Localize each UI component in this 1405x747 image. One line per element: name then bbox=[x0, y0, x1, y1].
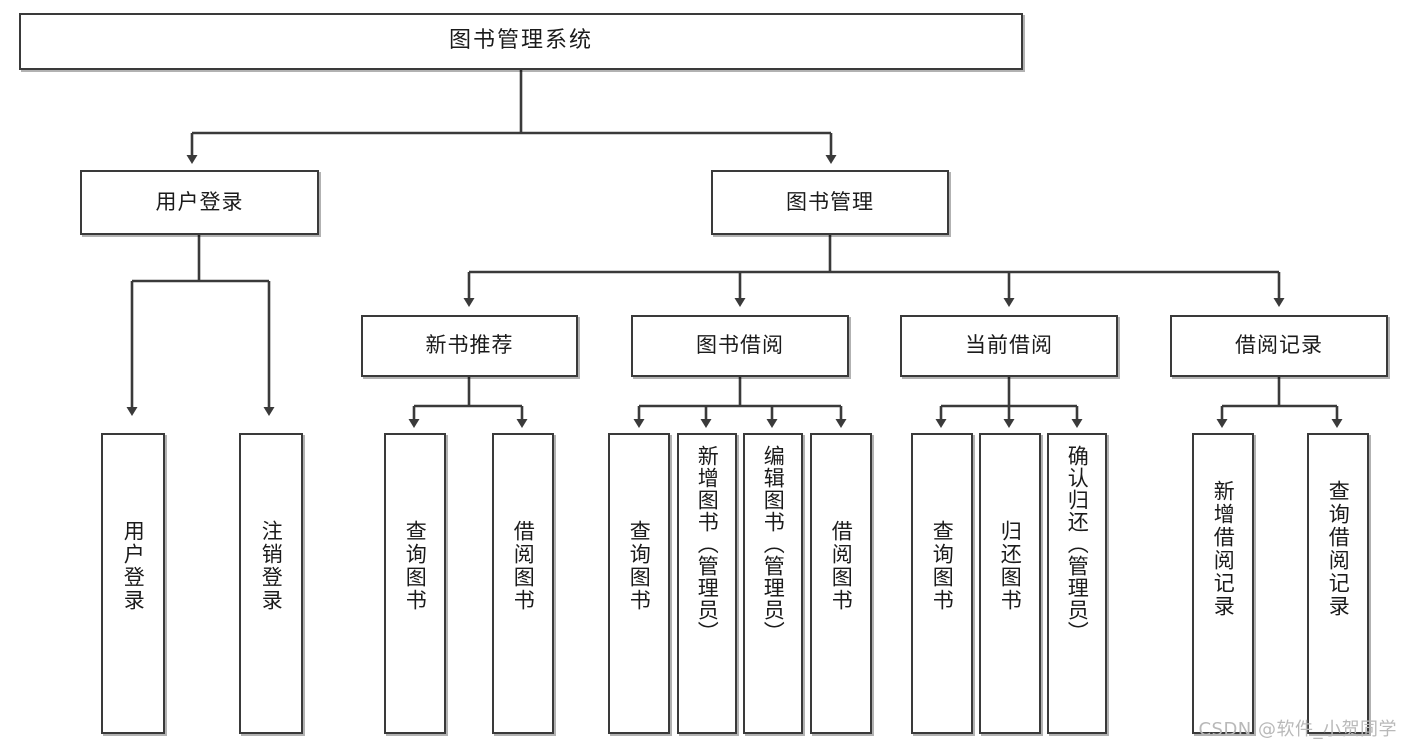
node-label: 编辑图书（管理员） bbox=[761, 445, 786, 643]
node-label: 归还图书 bbox=[998, 520, 1023, 612]
leaf-add-borrow-record[interactable]: 新增借阅记录 bbox=[1192, 433, 1254, 734]
node-label: 查询图书 bbox=[403, 520, 428, 612]
node-label: 新增图书（管理员） bbox=[695, 445, 720, 643]
node-label: 注销登录 bbox=[259, 520, 284, 612]
node-root-book-management-system[interactable]: 图书管理系统 bbox=[19, 13, 1023, 70]
node-label: 图书借阅 bbox=[696, 333, 784, 358]
node-label: 新增借阅记录 bbox=[1211, 480, 1236, 618]
leaf-borrow-book-borrow[interactable]: 借阅图书 bbox=[810, 433, 872, 734]
node-label: 当前借阅 bbox=[965, 333, 1053, 358]
node-user-login[interactable]: 用户登录 bbox=[80, 170, 319, 235]
node-label: 确认归还（管理员） bbox=[1065, 445, 1090, 643]
leaf-query-book-newbook[interactable]: 查询图书 bbox=[384, 433, 446, 734]
node-label: 用户登录 bbox=[155, 189, 244, 214]
node-label: 图书管理系统 bbox=[448, 28, 593, 54]
leaf-logout[interactable]: 注销登录 bbox=[239, 433, 303, 734]
node-label: 用户登录 bbox=[121, 520, 146, 612]
leaf-edit-book-admin[interactable]: 编辑图书（管理员） bbox=[743, 433, 803, 734]
leaf-query-borrow-record[interactable]: 查询借阅记录 bbox=[1307, 433, 1369, 734]
node-label: 借阅记录 bbox=[1235, 333, 1323, 358]
node-label: 图书管理 bbox=[786, 189, 874, 214]
leaf-return-book[interactable]: 归还图书 bbox=[979, 433, 1041, 734]
node-borrowing-record[interactable]: 借阅记录 bbox=[1170, 315, 1388, 377]
node-new-book-recommendation[interactable]: 新书推荐 bbox=[361, 315, 578, 377]
leaf-borrow-book-newbook[interactable]: 借阅图书 bbox=[492, 433, 554, 734]
leaf-query-book-borrow[interactable]: 查询图书 bbox=[608, 433, 670, 734]
leaf-add-book-admin[interactable]: 新增图书（管理员） bbox=[677, 433, 737, 734]
node-label: 新书推荐 bbox=[425, 333, 514, 358]
node-label: 查询借阅记录 bbox=[1326, 480, 1351, 618]
csdn-watermark: CSDN @软件_小贺同学 bbox=[1198, 719, 1397, 740]
leaf-confirm-return-admin[interactable]: 确认归还（管理员） bbox=[1047, 433, 1107, 734]
leaf-query-book-current[interactable]: 查询图书 bbox=[911, 433, 973, 734]
node-book-management[interactable]: 图书管理 bbox=[711, 170, 949, 235]
node-current-borrowing[interactable]: 当前借阅 bbox=[900, 315, 1118, 377]
node-label: 借阅图书 bbox=[829, 520, 854, 612]
node-label: 查询图书 bbox=[930, 520, 955, 612]
node-book-borrowing[interactable]: 图书借阅 bbox=[631, 315, 849, 377]
node-label: 借阅图书 bbox=[511, 520, 536, 612]
leaf-user-login[interactable]: 用户登录 bbox=[101, 433, 165, 734]
node-label: 查询图书 bbox=[627, 520, 652, 612]
